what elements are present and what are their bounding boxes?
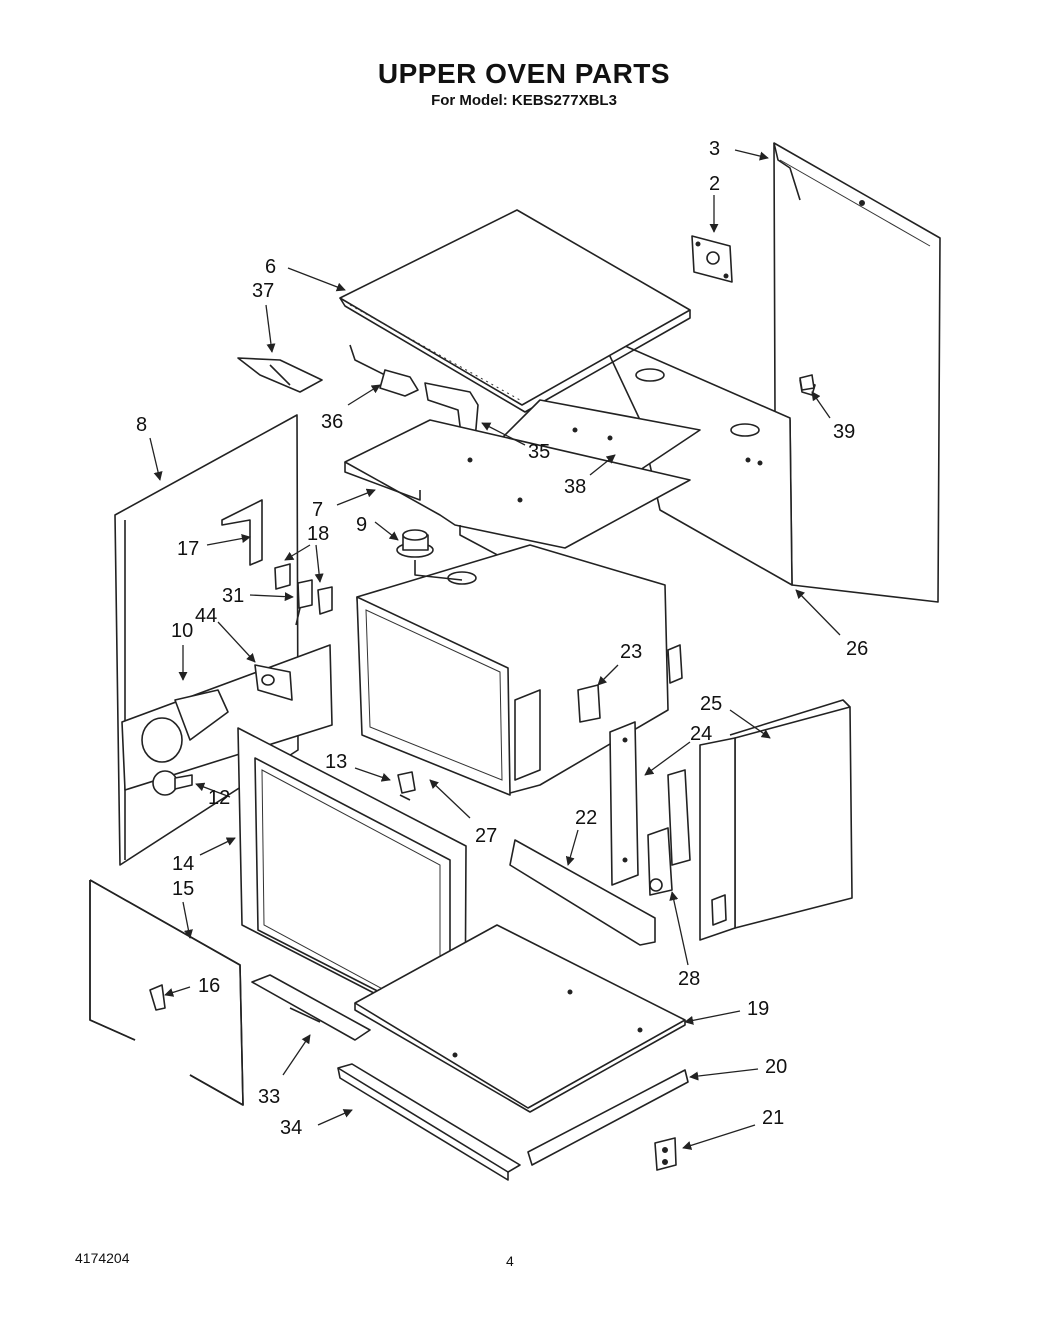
clip-part [397, 771, 416, 801]
support-rail-part [509, 839, 656, 946]
door-hinge-part [647, 769, 691, 896]
callout-27: 27 [475, 825, 497, 847]
sensor-part [396, 529, 434, 558]
callout-16: 16 [198, 975, 220, 997]
callout-2: 2 [709, 173, 720, 195]
callout-18: 18 [307, 523, 329, 545]
callout-20: 20 [765, 1056, 787, 1078]
callout-10: 10 [171, 620, 193, 642]
callout-6: 6 [265, 256, 276, 278]
callout-17: 17 [177, 538, 199, 560]
lamp-bulb-part [152, 770, 193, 796]
lamp-assembly-part [121, 644, 333, 791]
gasket-clip-part [149, 984, 166, 1011]
callout-37: 37 [252, 280, 274, 302]
callout-39: 39 [833, 421, 855, 443]
callout-labels: 3 2 6 37 36 35 38 39 8 7 9 17 18 31 10 4… [136, 138, 868, 1139]
oven-cavity-part [356, 544, 683, 796]
callout-8: 8 [136, 414, 147, 436]
callout-12: 12 [208, 787, 230, 809]
top-cover-part [339, 209, 691, 413]
right-panel-part [699, 699, 853, 941]
callout-19: 19 [747, 998, 769, 1020]
page-title: UPPER OVEN PARTS [377, 58, 671, 89]
callout-9: 9 [356, 514, 367, 536]
callout-24: 24 [690, 723, 712, 745]
page-number: 4 [506, 1253, 514, 1269]
callout-13: 13 [325, 751, 347, 773]
callout-25: 25 [700, 693, 722, 715]
small-bracket-part [577, 684, 601, 723]
callout-33: 33 [258, 1086, 280, 1108]
callout-21: 21 [762, 1107, 784, 1129]
bottom-rail-part [527, 1069, 689, 1166]
front-trim-part [251, 974, 371, 1041]
document-number: 4174204 [75, 1250, 130, 1266]
insulation-panel-part [599, 334, 793, 586]
screw-part [799, 374, 815, 391]
callout-22: 22 [575, 807, 597, 829]
hinge-bracket-part [654, 1137, 677, 1171]
callout-44: 44 [195, 605, 217, 627]
rear-panel-part [773, 142, 941, 603]
model-subtitle: For Model: KEBS277XBL3 [431, 92, 617, 109]
callout-7: 7 [312, 499, 323, 521]
callout-35: 35 [528, 441, 550, 463]
callout-38: 38 [564, 476, 586, 498]
bracket-part [691, 235, 733, 283]
lower-trim-part [337, 1063, 521, 1181]
switch-part [274, 563, 333, 626]
callout-15: 15 [172, 878, 194, 900]
callout-34: 34 [280, 1117, 302, 1139]
door-gasket-part [89, 879, 244, 1106]
callout-26: 26 [846, 638, 868, 660]
callout-31: 31 [222, 585, 244, 607]
lamp-socket-part [349, 344, 419, 397]
callout-36: 36 [321, 411, 343, 433]
callout-28: 28 [678, 968, 700, 990]
callout-14: 14 [172, 853, 194, 875]
side-channel-part [609, 721, 639, 886]
leader-lines [149, 149, 841, 1150]
callout-23: 23 [620, 641, 642, 663]
switch-bracket-part [237, 357, 323, 393]
callout-3: 3 [709, 138, 720, 160]
